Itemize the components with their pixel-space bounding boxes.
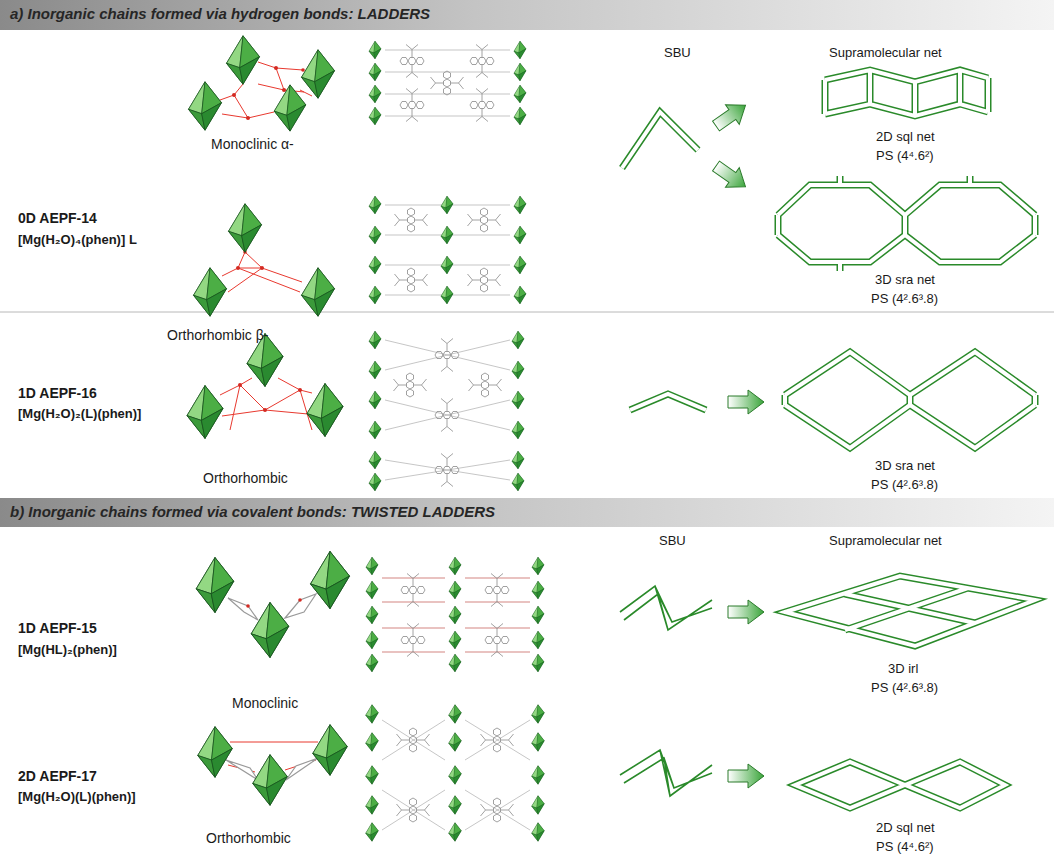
block-arrow [728, 600, 764, 624]
packing-beta [369, 196, 526, 304]
caption-label: Monoclinic α- [211, 136, 294, 152]
formula-label: [Mg(H₂O)₄(phen)] L [18, 232, 137, 247]
caption-label: Supramolecular net [829, 533, 942, 548]
caption-label: PS (4².6³.8) [871, 477, 938, 492]
formula-label: [Mg(H₂O)₂(L)(phen)] [18, 406, 141, 421]
formula-label: [Mg(HL)₂(phen)] [18, 642, 117, 657]
caption-label: Orthorhombic [206, 830, 291, 846]
caption-label: 2D sql net [876, 820, 935, 835]
packing-aepf15 [366, 557, 544, 672]
irl-net [785, 576, 1035, 646]
packing-aepf16 [369, 331, 524, 491]
aepf16-cluster [187, 334, 343, 439]
alpha-cluster [189, 36, 335, 131]
section-band: a) Inorganic chains formed via hydrogen … [0, 0, 1054, 30]
packing-aepf17 [366, 705, 545, 841]
caption-label: 3D irl [888, 661, 918, 676]
compound-name: 0D AEPF-14 [18, 210, 97, 226]
beta-cluster [194, 204, 335, 316]
caption-label: 3D sra net [875, 272, 935, 287]
caption-label: PS (4⁴.6²) [876, 148, 934, 163]
sbu-twisted-ladder [620, 750, 712, 796]
sql-net [795, 762, 1005, 808]
caption-label: Orthorhombic β- [167, 327, 268, 343]
aepf15-cluster [196, 551, 349, 657]
caption-label: Orthorhombic [203, 470, 288, 486]
block-arrow [709, 156, 752, 196]
sbu-ladder [622, 112, 698, 168]
sbu-ladder [630, 394, 706, 410]
caption-label: PS (4².6³.8) [871, 680, 938, 695]
section-heading: a) Inorganic chains formed via hydrogen … [10, 5, 430, 22]
packing-alpha [369, 41, 526, 125]
compound-name: 2D AEPF-17 [18, 768, 97, 784]
caption-label: PS (4⁴.6²) [876, 839, 934, 854]
separator-line [0, 312, 1054, 313]
aepf17-cluster [198, 725, 348, 806]
caption-label: SBU [664, 45, 691, 60]
section-heading: b) Inorganic chains formed via covalent … [10, 503, 495, 520]
sra-net [785, 352, 1035, 448]
caption-label: PS (4².6³.8) [871, 291, 938, 306]
sra-net [778, 176, 1035, 271]
block-arrow [709, 96, 752, 136]
caption-label: SBU [659, 533, 686, 548]
formula-label: [Mg(H₂O)(L)(phen)] [18, 789, 136, 804]
sql-net [825, 70, 988, 116]
caption-label: Monoclinic [232, 695, 298, 711]
caption-label: 2D sql net [876, 129, 935, 144]
section-band: b) Inorganic chains formed via covalent … [0, 498, 1054, 527]
caption-label: Supramolecular net [829, 45, 942, 60]
block-arrow [728, 764, 764, 788]
block-arrow [728, 390, 764, 414]
compound-name: 1D AEPF-15 [18, 620, 97, 636]
caption-label: 3D sra net [875, 458, 935, 473]
compound-name: 1D AEPF-16 [18, 385, 97, 401]
sbu-twisted-ladder [620, 586, 712, 630]
